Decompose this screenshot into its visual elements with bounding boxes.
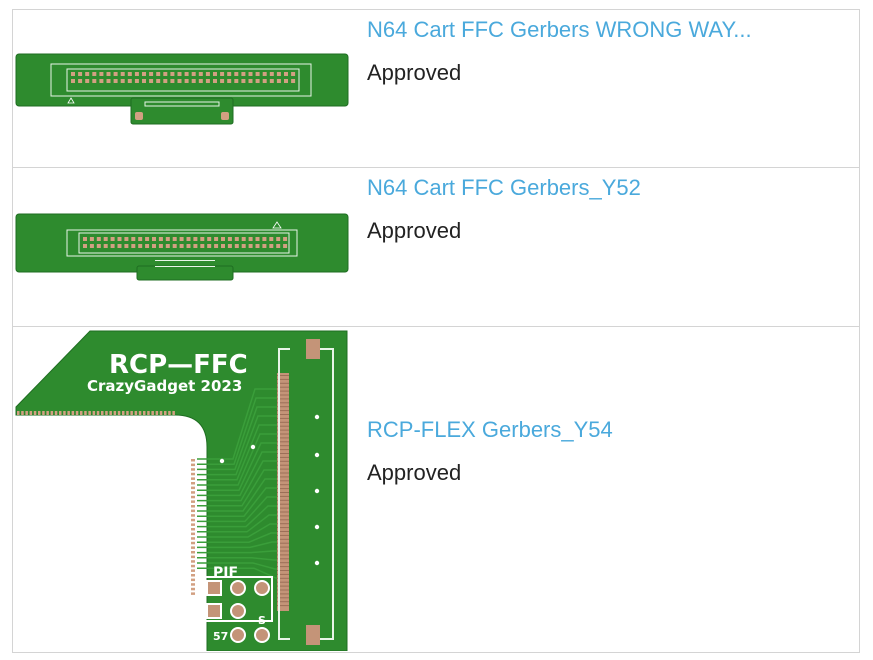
pcb-thumbnail[interactable] bbox=[15, 48, 349, 128]
pin-s-label: S bbox=[258, 614, 266, 627]
design-status: Approved bbox=[367, 218, 462, 243]
pcb-thumbnail[interactable] bbox=[15, 210, 349, 286]
pin-57-label: 57 bbox=[213, 630, 228, 643]
design-title-link[interactable]: RCP-FLEX Gerbers_Y54 bbox=[367, 417, 613, 442]
design-status: Approved bbox=[367, 60, 462, 85]
pcb-thumbnail[interactable]: RCP—FFC CrazyGadget 2023 PIF 57 S bbox=[15, 329, 349, 651]
design-title-link[interactable]: N64 Cart FFC Gerbers_Y52 bbox=[367, 175, 641, 200]
board-name: RCP—FFC bbox=[109, 350, 248, 380]
design-row[interactable]: N64 Cart FFC Gerbers_Y52 Approved bbox=[12, 167, 860, 327]
design-row[interactable]: N64 Cart FFC Gerbers WRONG WAY... Approv… bbox=[12, 9, 860, 168]
design-title-link[interactable]: N64 Cart FFC Gerbers WRONG WAY... bbox=[367, 17, 752, 42]
design-status: Approved bbox=[367, 460, 462, 485]
board-credit: CrazyGadget 2023 bbox=[87, 377, 242, 395]
design-row[interactable]: RCP—FFC CrazyGadget 2023 PIF 57 S RCP-FL… bbox=[12, 326, 860, 653]
pif-label: PIF bbox=[213, 565, 238, 581]
